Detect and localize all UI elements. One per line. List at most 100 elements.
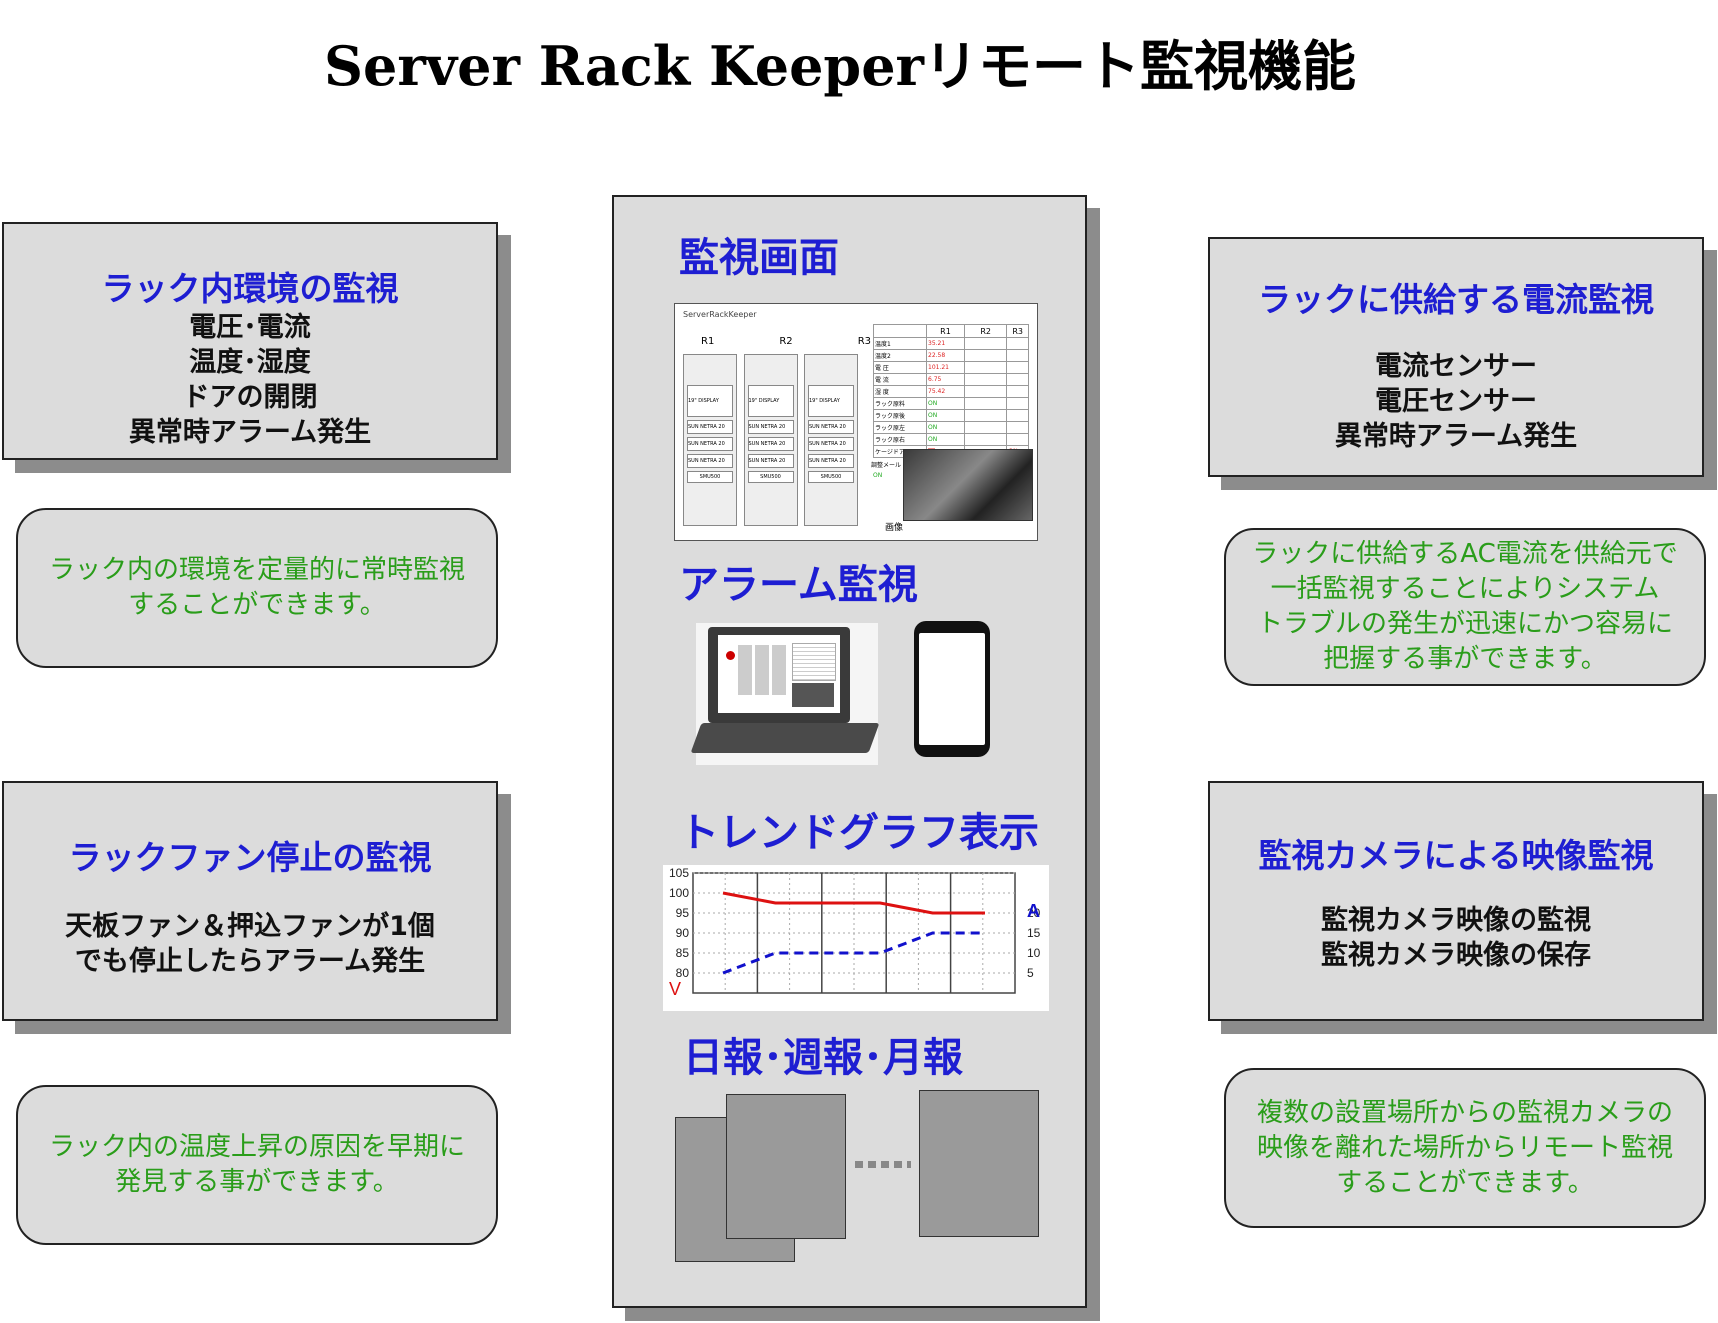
table-col-header: R3 xyxy=(1006,324,1029,338)
rack-cabinet: 19" DISPLAY SUN NETRA 20 SUN NETRA 20 SU… xyxy=(683,354,737,526)
chart-series-line xyxy=(722,931,985,975)
rack-cabinet: 19" DISPLAY SUN NETRA 20 SUN NETRA 20 SU… xyxy=(743,354,798,526)
alarm-monitor-title: アラーム監視 xyxy=(679,562,918,608)
rack-row: 19" DISPLAY SUN NETRA 20 SUN NETRA 20 SU… xyxy=(683,354,858,526)
table-cell xyxy=(1006,373,1029,386)
smartphone-screen xyxy=(919,633,985,745)
chart-tick-label-left: 95 xyxy=(676,906,690,920)
smartphone-icon xyxy=(914,621,990,757)
bubble-line: 映像を離れた場所からリモート監視 xyxy=(1256,1132,1673,1163)
panel-rack-environment: ラック内環境の監視 電圧･電流 温度･湿度 ドアの開閉 異常時アラーム発生 xyxy=(2,222,498,460)
rack-unit: SUN NETRA 20 xyxy=(808,437,854,451)
table-cell-label: 電 流 xyxy=(873,373,927,386)
monitor-screen-title: 監視画面 xyxy=(679,235,839,281)
laptop-screen xyxy=(708,627,850,723)
rack-label: R2 xyxy=(779,336,793,347)
table-cell xyxy=(963,385,1008,398)
table-cell xyxy=(963,433,1008,446)
chart-tick-label-right: 5 xyxy=(1027,966,1034,980)
rack-unit: SUN NETRA 20 xyxy=(687,454,733,468)
rack-header: R1 R2 R3 xyxy=(701,336,871,347)
bubble-current-monitor: ラックに供給するAC電流を供給元で 一括監視することによりシステム トラブルの発… xyxy=(1224,528,1706,686)
panel-line: 監視カメラ映像の監視 xyxy=(1321,905,1591,936)
table-cell-label: ラック原右 xyxy=(873,433,927,446)
table-cell xyxy=(963,337,1008,350)
panel-line: ドアの開閉 xyxy=(182,382,318,413)
table-corner xyxy=(873,324,927,338)
camera-image xyxy=(903,449,1033,521)
bubble-rack-environment: ラック内の環境を定量的に常時監視 することができます。 xyxy=(16,508,498,668)
table-cell xyxy=(963,421,1008,434)
table-cell xyxy=(963,409,1008,422)
bubble-line: 一括監視することによりシステム xyxy=(1270,574,1660,604)
table-cell-label: 湿 度 xyxy=(873,385,927,398)
panel-line: 温度･湿度 xyxy=(189,347,311,378)
chart-tick-label-left: 85 xyxy=(676,946,690,960)
table-cell-value: 75.42 xyxy=(926,385,965,398)
mail-value: ON xyxy=(873,472,883,479)
panel-title: ラック内環境の監視 xyxy=(101,269,399,308)
rack-display: 19" DISPLAY xyxy=(808,385,854,417)
table-cell-label: 温度2 xyxy=(873,349,927,362)
panel-current-monitor: ラックに供給する電流監視 電流センサー 電圧センサー 異常時アラーム発生 xyxy=(1208,237,1704,477)
bubble-line: することができます。 xyxy=(128,590,386,620)
table-col-header: R2 xyxy=(963,324,1008,338)
rack-unit: SUN NETRA 20 xyxy=(747,420,794,434)
chart-tick-label-right: 15 xyxy=(1027,926,1041,940)
rack-unit: SUN NETRA 20 xyxy=(747,437,794,451)
table-cell xyxy=(963,349,1008,362)
table-cell xyxy=(1006,361,1029,374)
bubble-camera-monitor: 複数の設置場所からの監視カメラの 映像を離れた場所からリモート監視 することがで… xyxy=(1224,1068,1706,1228)
table-cell-value: ON xyxy=(926,433,965,446)
table-cell-value: 35.21 xyxy=(926,337,965,350)
document-icon xyxy=(726,1094,846,1239)
bubble-fan-stop: ラック内の温度上昇の原因を早期に 発見する事ができます。 xyxy=(16,1085,498,1245)
table-cell xyxy=(963,373,1008,386)
center-panel: 監視画面 ServerRackKeeper R1 R2 R3 19" DISPL… xyxy=(612,195,1087,1308)
monitor-screen: ServerRackKeeper R1 R2 R3 19" DISPLAY SU… xyxy=(674,303,1038,541)
chart-tick-label-right: 20 xyxy=(1027,906,1041,920)
table-cell-value: ON xyxy=(926,421,965,434)
chart-series-line xyxy=(722,891,985,915)
table-cell-value: 22.58 xyxy=(926,349,965,362)
rack-cabinet: 19" DISPLAY SUN NETRA 20 SUN NETRA 20 SU… xyxy=(804,354,858,526)
table-cell-value: ON xyxy=(926,397,965,410)
page-title: Server Rack Keeperリモート監視機能 xyxy=(323,34,1356,98)
laptop-table xyxy=(792,643,836,681)
panel-line: 電圧センサー xyxy=(1375,386,1537,417)
rack-display: 19" DISPLAY xyxy=(687,385,733,417)
document-icon xyxy=(919,1090,1039,1237)
bubble-line: ラックに供給するAC電流を供給元で xyxy=(1252,539,1678,569)
bubble-line: ラック内の環境を定量的に常時監視 xyxy=(48,555,465,585)
chart-unit-right: A xyxy=(1027,901,1040,921)
rack-unit: SUN NETRA 20 xyxy=(747,454,794,468)
table-cell xyxy=(1006,337,1029,350)
laptop-icon xyxy=(690,623,880,765)
table-cell-label: ラック原料 xyxy=(873,397,927,410)
table-cell xyxy=(963,361,1008,374)
table-cell-label: 電 圧 xyxy=(873,361,927,374)
laptop-rack xyxy=(772,645,786,695)
panel-line: 電流センサー xyxy=(1375,351,1537,382)
rack-ups: SMU500 xyxy=(687,471,733,483)
table-cell xyxy=(1006,385,1029,398)
rack-ups: SMU500 xyxy=(808,471,854,483)
rack-unit: SUN NETRA 20 xyxy=(808,420,854,434)
bubble-line: 発見する事ができます。 xyxy=(115,1167,399,1197)
rack-unit: SUN NETRA 20 xyxy=(687,437,733,451)
rack-unit: SUN NETRA 20 xyxy=(808,454,854,468)
panel-line: 電圧･電流 xyxy=(189,312,311,343)
chart-tick-label-left: 105 xyxy=(669,866,689,880)
chart-tick-label-right: 10 xyxy=(1027,946,1041,960)
chart-unit-left: V xyxy=(669,979,681,999)
rack-label: R3 xyxy=(857,336,871,347)
panel-line: 異常時アラーム発生 xyxy=(128,417,372,448)
panel-fan-stop: ラックファン停止の監視 天板ファン＆押込ファンが1個 でも停止したらアラーム発生 xyxy=(2,781,498,1021)
